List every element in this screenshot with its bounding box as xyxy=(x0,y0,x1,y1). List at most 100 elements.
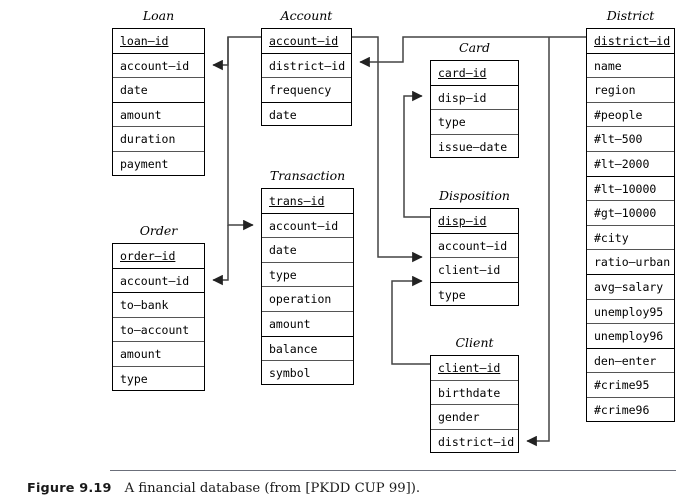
entity-account: Account account–id district–id frequency dat… xyxy=(261,8,352,128)
attribute-label: account–id xyxy=(269,218,339,233)
attribute-row: #city xyxy=(587,226,674,251)
attribute-label: type xyxy=(120,371,148,386)
attribute-row: order–id xyxy=(113,244,204,269)
attribute-label: account–id xyxy=(269,34,339,48)
entity-attribute-box: account–id district–id frequency date xyxy=(261,28,352,128)
attribute-label: amount xyxy=(120,107,162,122)
entity-title: Account xyxy=(280,8,333,23)
connector-client-to-disposition xyxy=(391,275,430,365)
attribute-row: client–id xyxy=(431,356,518,381)
attribute-label: duration xyxy=(120,132,176,147)
attribute-row: amount xyxy=(113,103,204,128)
attribute-label: payment xyxy=(120,156,169,171)
attribute-label: loan–id xyxy=(120,34,169,48)
connector-account-to-transaction xyxy=(227,37,254,231)
attribute-row: disp–id xyxy=(431,209,518,234)
attribute-label: #people xyxy=(594,107,643,122)
figure-label: Figure 9.19 xyxy=(27,481,112,496)
attribute-label: balance xyxy=(269,341,318,356)
attribute-label: region xyxy=(594,83,636,98)
connector-account-to-disposition xyxy=(352,36,423,263)
attribute-label: birthdate xyxy=(438,385,501,400)
attribute-label: name xyxy=(594,58,622,73)
attribute-label: client–id xyxy=(438,263,501,278)
attribute-row: payment xyxy=(113,152,204,177)
attribute-row: #crime96 xyxy=(587,398,674,423)
entity-title: Disposition xyxy=(439,188,510,203)
attribute-label: ratio–urban xyxy=(594,255,671,270)
entity-title: Client xyxy=(455,335,494,350)
attribute-label: district–id xyxy=(594,34,671,48)
attribute-label: order–id xyxy=(120,249,176,263)
attribute-row: #lt–10000 xyxy=(587,177,674,202)
entity-title: Loan xyxy=(142,8,175,23)
attribute-label: #crime95 xyxy=(594,378,650,393)
attribute-label: den–enter xyxy=(594,353,657,368)
attribute-row: #lt–2000 xyxy=(587,152,674,177)
attribute-label: gender xyxy=(438,410,480,425)
connector-disposition-to-card xyxy=(403,90,430,218)
attribute-row: account–id xyxy=(431,234,518,259)
attribute-row: trans–id xyxy=(262,189,353,214)
attribute-row: unemploy96 xyxy=(587,324,674,349)
attribute-label: disp–id xyxy=(438,90,487,105)
attribute-label: trans–id xyxy=(269,194,325,208)
attribute-label: type xyxy=(438,115,466,130)
attribute-label: account–id xyxy=(438,238,508,253)
attribute-label: amount xyxy=(269,316,311,331)
attribute-label: unemploy96 xyxy=(594,329,664,344)
attribute-row: #gt–10000 xyxy=(587,201,674,226)
attribute-row: avg–salary xyxy=(587,275,674,300)
attribute-row: type xyxy=(262,263,353,288)
attribute-row: account–id xyxy=(113,54,204,79)
attribute-label: frequency xyxy=(269,83,332,98)
attribute-row: account–id xyxy=(262,214,353,239)
attribute-row: #people xyxy=(587,103,674,128)
attribute-label: #gt–10000 xyxy=(594,206,657,221)
attribute-label: symbol xyxy=(269,366,311,381)
entity-client: Client client–id birthdate gender district–i… xyxy=(430,335,519,455)
figure-caption-text: A financial database (from [PKDD CUP 99]… xyxy=(124,481,421,496)
attribute-label: district–id xyxy=(269,58,346,73)
caption-divider xyxy=(110,470,676,471)
attribute-row: disp–id xyxy=(431,86,518,111)
attribute-label: district–id xyxy=(438,434,515,449)
attribute-row: date xyxy=(262,238,353,263)
attribute-row: district–id xyxy=(431,430,518,455)
attribute-row: loan–id xyxy=(113,29,204,54)
attribute-label: date xyxy=(269,107,297,122)
attribute-row: frequency xyxy=(262,78,351,103)
attribute-label: #lt–2000 xyxy=(594,156,650,171)
attribute-label: amount xyxy=(120,347,162,362)
attribute-label: date xyxy=(120,83,148,98)
attribute-label: account–id xyxy=(120,273,190,288)
attribute-row: issue–date xyxy=(431,135,518,160)
attribute-row: date xyxy=(113,78,204,103)
attribute-label: type xyxy=(269,267,297,282)
attribute-row: operation xyxy=(262,287,353,312)
attribute-row: client–id xyxy=(431,258,518,283)
attribute-label: #crime96 xyxy=(594,402,650,417)
attribute-label: issue–date xyxy=(438,139,508,154)
attribute-row: birthdate xyxy=(431,381,518,406)
entity-attribute-box: client–id birthdate gender district–id xyxy=(430,355,519,455)
attribute-row: region xyxy=(587,78,674,103)
attribute-row: date xyxy=(262,103,351,128)
attribute-label: disp–id xyxy=(438,214,487,228)
attribute-row: district–id xyxy=(262,54,351,79)
attribute-row: district–id xyxy=(587,29,674,54)
attribute-row: #crime95 xyxy=(587,373,674,398)
attribute-row: unemploy95 xyxy=(587,300,674,325)
attribute-row: type xyxy=(431,110,518,135)
attribute-row: ratio–urban xyxy=(587,250,674,275)
attribute-row: balance xyxy=(262,337,353,362)
